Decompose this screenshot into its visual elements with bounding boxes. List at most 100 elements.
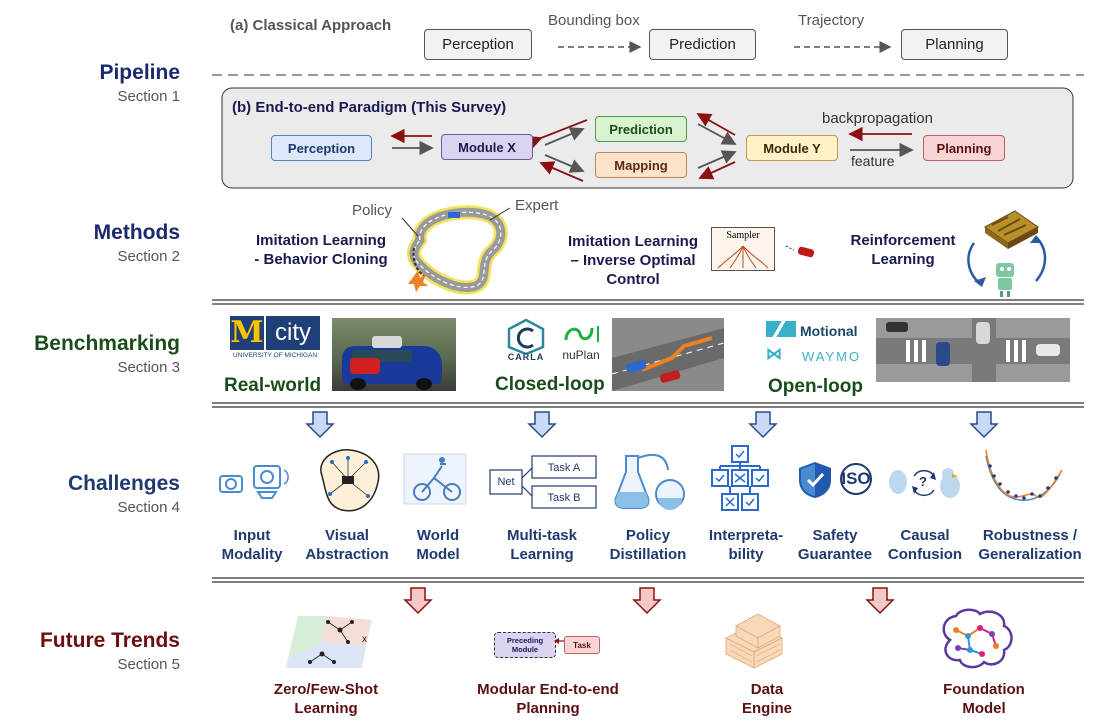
- arrow-mx-to-map: [544, 154, 585, 173]
- car-icon: [785, 245, 815, 258]
- challenge-visual-abstraction: Visual Abstraction: [305, 527, 389, 563]
- task-box: Task: [564, 636, 600, 654]
- blue-arrow-2: [527, 411, 557, 439]
- challenge-multitask-learning: Multi-task Learning: [506, 527, 577, 563]
- open-loop-aerial-image: [876, 318, 1070, 382]
- nuplan-logo: nuPlan: [556, 318, 606, 364]
- motional-waymo-logos: Motional ⋈ WAYMO: [766, 319, 866, 369]
- iso-globe-icon: [840, 463, 872, 495]
- future-data-engine: Data Engine: [741, 681, 792, 717]
- e2e-mapping-box: Mapping: [595, 152, 687, 178]
- task-a-label: Task A: [547, 462, 581, 474]
- zero-few-shot-icon: x: [286, 616, 372, 668]
- classical-perception-box: Perception: [424, 29, 532, 60]
- challenge-robustness-generalization: Robustness / Generalization: [978, 527, 1082, 563]
- section-sub-challenges: Section 4: [117, 499, 180, 516]
- race-track-illustration: [401, 205, 511, 295]
- e2e-module-x-box: Module X: [441, 134, 533, 160]
- challenge-world-model: World Model: [416, 527, 460, 563]
- red-arrow-3: [865, 587, 895, 615]
- challenge-policy-distillation: Policy Distillation: [609, 527, 687, 563]
- foundation-model-brain-icon: [942, 608, 1013, 669]
- trajectory-label: Trajectory: [798, 12, 865, 29]
- arrow-map-to-mx: [539, 161, 584, 182]
- real-world-car-photo: [332, 318, 456, 391]
- real-world-label: Real-world: [224, 375, 322, 396]
- red-arrows-row: [403, 587, 895, 615]
- section-title-challenges: Challenges: [67, 472, 180, 495]
- task-b-label: Task B: [547, 492, 581, 504]
- section-title-pipeline: Pipeline: [99, 61, 180, 84]
- section-sub-future: Section 5: [117, 656, 180, 673]
- red-arrow-1: [403, 587, 433, 615]
- section-title-methods: Methods: [93, 221, 180, 244]
- sim-road-graphic: [612, 328, 724, 391]
- blue-arrow-1: [305, 411, 335, 439]
- waymo-text: WAYMO: [802, 349, 862, 364]
- classical-heading: (a) Classical Approach: [230, 17, 392, 34]
- preceding-to-task-arrow: [554, 638, 564, 644]
- causal-confusion-icon: ?: [889, 468, 960, 498]
- e2e-perception-box: Perception: [271, 135, 372, 161]
- mcity-m: M: [230, 315, 264, 350]
- net-label: Net: [497, 476, 515, 488]
- policy-label: Policy: [352, 202, 393, 219]
- open-loop-label: Open-loop: [768, 376, 863, 397]
- expert-label: Expert: [515, 197, 559, 214]
- arrow-mx-to-pred: [544, 127, 585, 146]
- blue-arrow-4: [969, 411, 999, 439]
- challenge-causal-confusion: Causal Confusion: [887, 527, 963, 563]
- feature-label: feature: [851, 153, 895, 169]
- future-zero-few-shot: Zero/Few-Shot Learning: [273, 681, 379, 717]
- nuplan-icon: [564, 326, 599, 342]
- arrow-my-to-pred: [696, 113, 736, 136]
- section-title-benchmarking: Benchmarking: [34, 332, 180, 355]
- preceding-module-box: Preceding Module: [494, 632, 556, 658]
- future-modular-e2e-planning: Modular End-to-end Planning: [477, 681, 619, 717]
- iso-badge: ISO: [836, 462, 876, 496]
- input-modality-icon: [219, 465, 289, 499]
- sampler-fan-icon: [717, 245, 769, 269]
- multitask-diagram: [489, 455, 597, 509]
- method-il-bc-label: Imitation Learning - Behavior Cloning: [254, 232, 388, 268]
- interpretability-icon: [711, 445, 769, 511]
- e2e-heading: (b) End-to-end Paradigm (This Survey): [232, 99, 507, 116]
- svg-text:?: ?: [919, 474, 927, 489]
- future-foundation-model: Foundation Model: [943, 681, 1025, 717]
- challenge-input-modality: Input Modality: [221, 527, 283, 563]
- bounding-box-label: Bounding box: [548, 12, 640, 29]
- motional-text: Motional: [800, 323, 858, 339]
- closed-loop-label: Closed-loop: [495, 374, 605, 395]
- blue-arrows-row: [305, 411, 999, 439]
- sampler-box: Sampler: [711, 227, 775, 271]
- policy-distillation-icon: [614, 453, 685, 510]
- nuplan-text: nuPlan: [562, 348, 600, 362]
- world-model-icon: [403, 453, 467, 505]
- backprop-label: backpropagation: [822, 110, 933, 127]
- section-sub-methods: Section 2: [117, 248, 180, 265]
- arrow-pred-to-my: [697, 123, 737, 145]
- classical-planning-box: Planning: [901, 29, 1008, 60]
- e2e-module-y-box: Module Y: [746, 135, 838, 161]
- mcity-logo: M city UNIVERSITY OF MICHIGAN: [230, 316, 320, 362]
- red-arrow-2: [632, 587, 662, 615]
- mcity-university: UNIVERSITY OF MICHIGAN: [232, 352, 318, 359]
- method-rl-label: Reinforcement Learning: [850, 232, 956, 268]
- robustness-generalization-plot: [985, 449, 1063, 501]
- carla-logo: CARLA: [503, 318, 549, 364]
- section-title-future: Future Trends: [39, 629, 180, 652]
- sampler-label: Sampler: [726, 230, 760, 241]
- visual-abstraction-icon: [320, 449, 380, 512]
- arrow-my-to-map: [698, 161, 736, 180]
- carla-icon: [507, 318, 545, 354]
- arrow-map-to-my: [697, 150, 737, 169]
- data-engine-icon: [725, 613, 783, 669]
- waymo-icon: ⋈: [766, 346, 782, 363]
- classical-prediction-box: Prediction: [649, 29, 756, 60]
- challenge-interpretability: Interpreta- bility: [708, 527, 784, 563]
- section-sub-benchmarking: Section 3: [117, 359, 180, 376]
- svg-text:x: x: [362, 634, 367, 645]
- e2e-prediction-box: Prediction: [595, 116, 687, 142]
- e2e-planning-box: Planning: [923, 135, 1005, 161]
- shield-icon: [799, 462, 831, 498]
